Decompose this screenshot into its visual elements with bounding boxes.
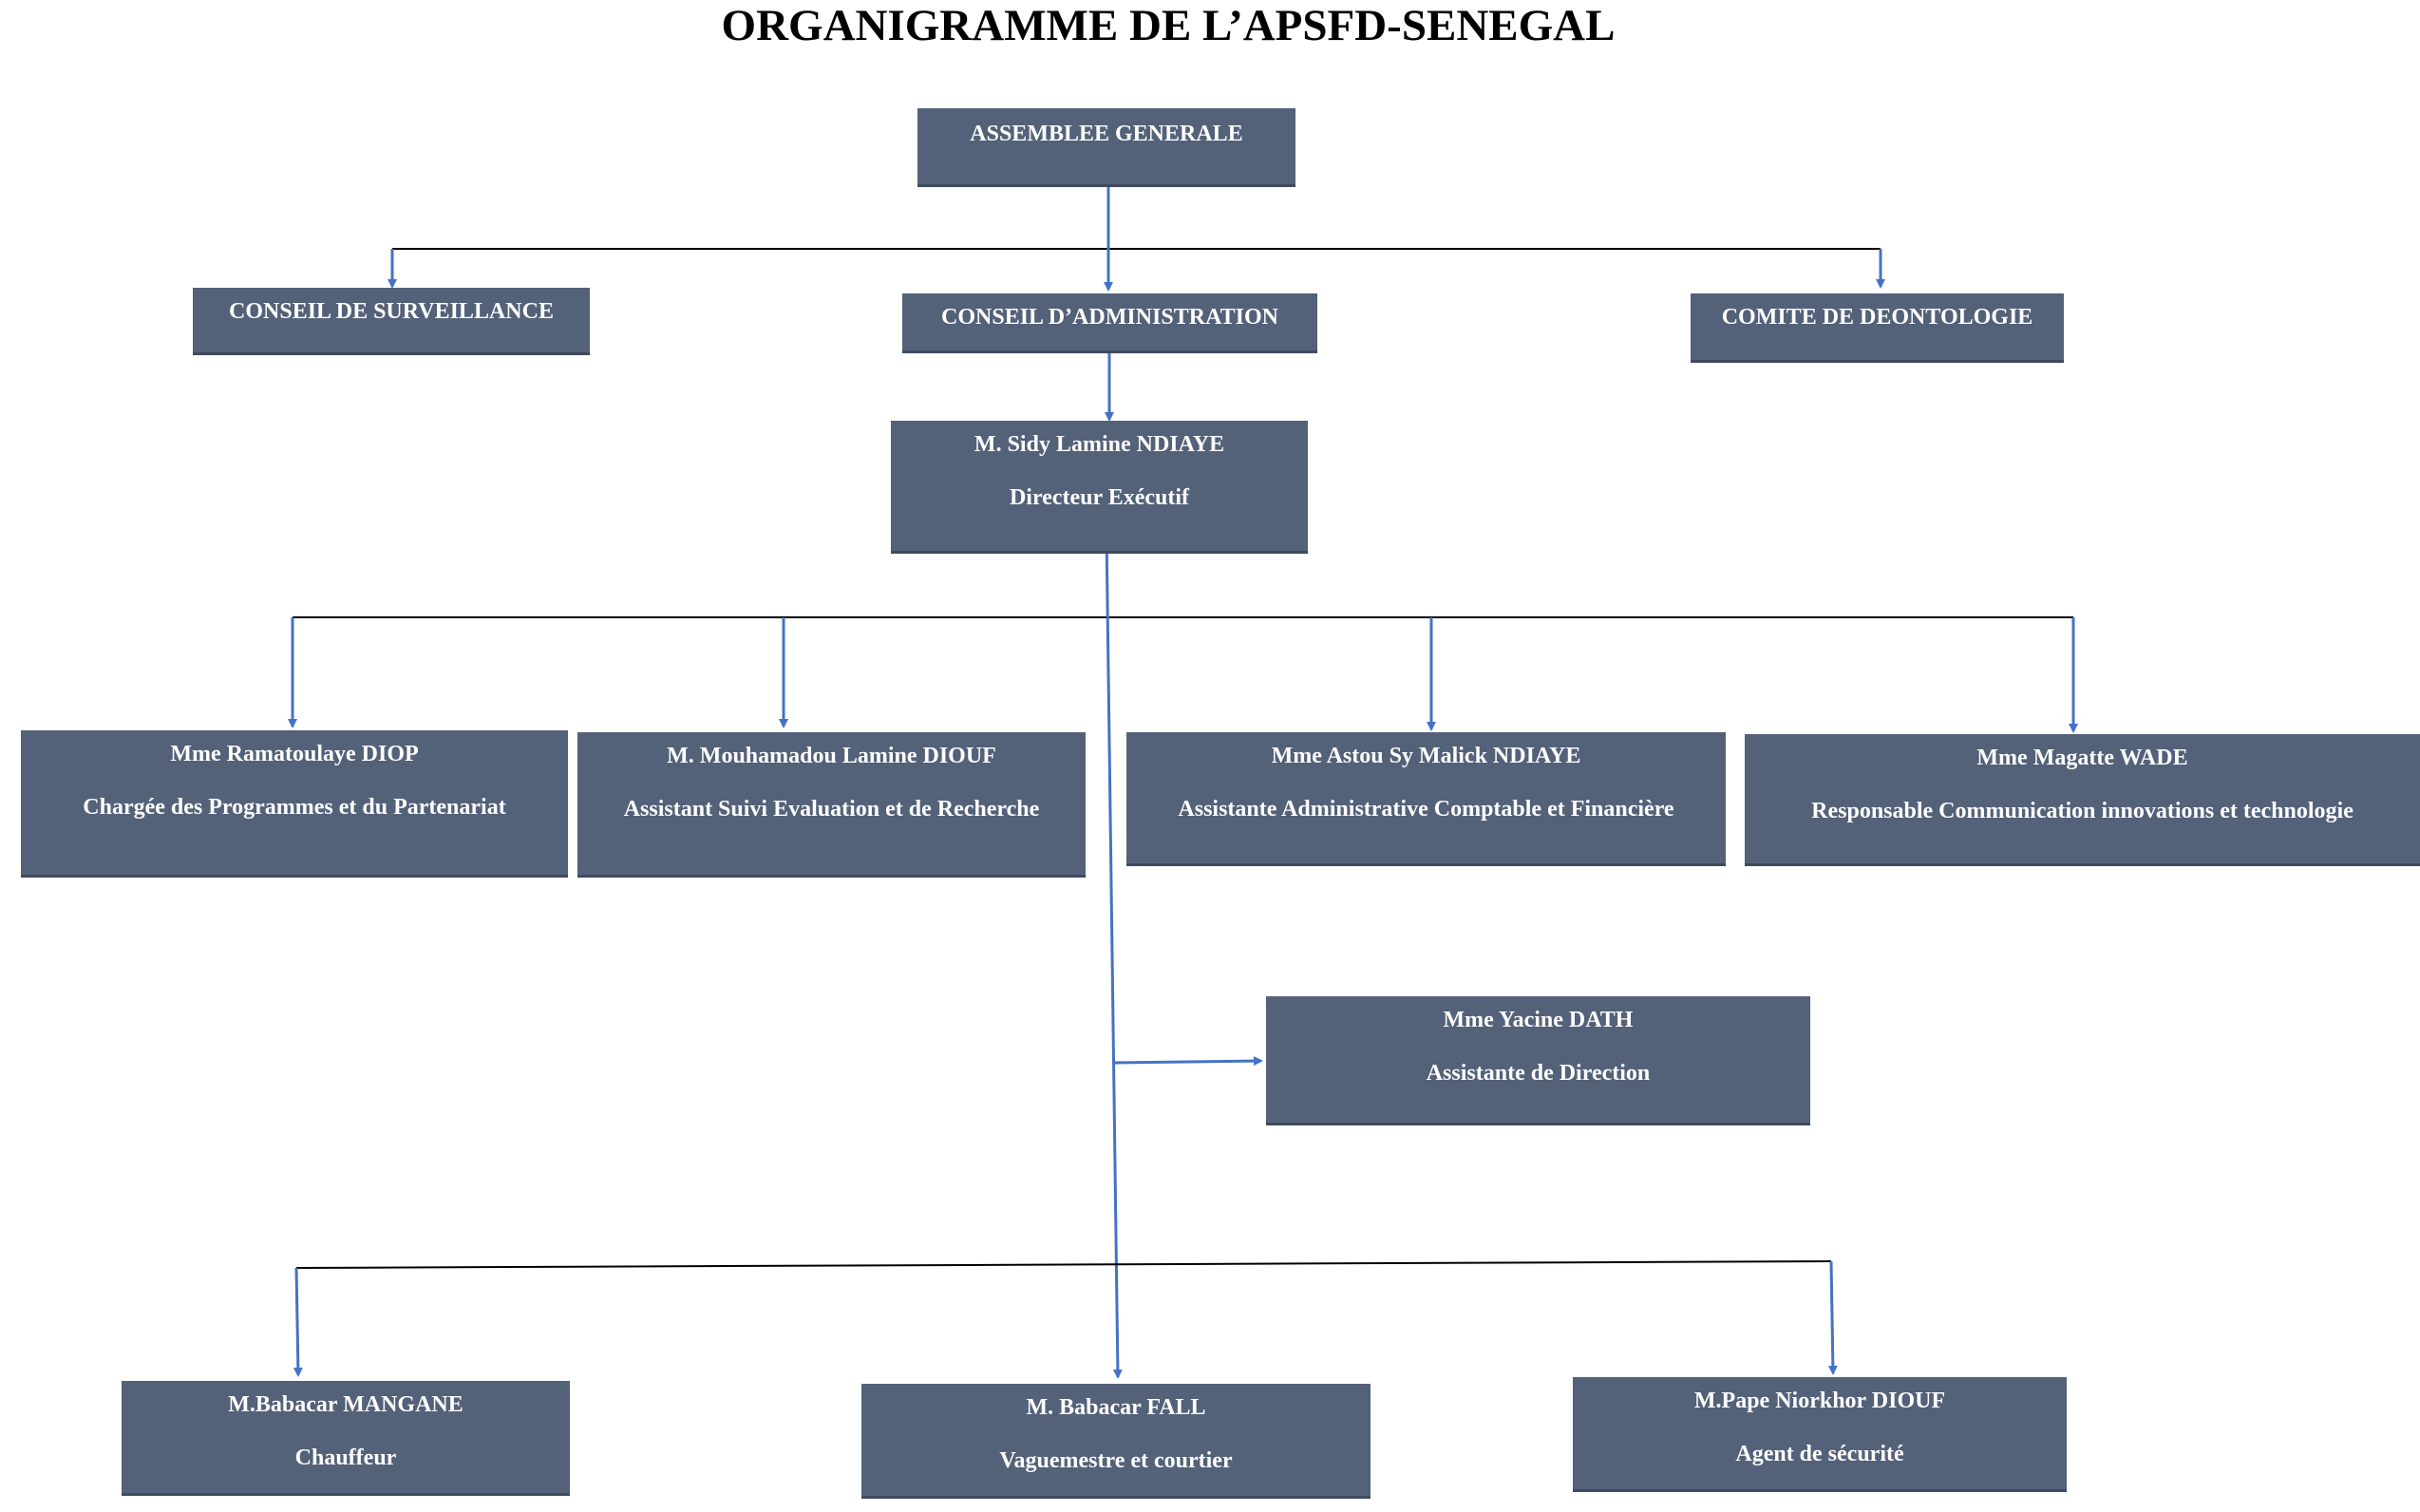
- arrow-to-diouf-pn: [1827, 1260, 1838, 1375]
- node-role: Chauffeur: [294, 1446, 397, 1470]
- node-comite-deontologie: COMITE DE DEONTOLOGIE: [1691, 293, 2064, 360]
- node-title: CONSEIL DE SURVEILLANCE: [229, 299, 554, 324]
- node-dath: Mme Yacine DATH Assistante de Direction: [1266, 996, 1810, 1123]
- node-role: Assistante Administrative Comptable et F…: [1178, 797, 1674, 822]
- node-conseil-administration: CONSEIL D’ADMINISTRATION: [902, 293, 1317, 350]
- node-role: Chargée des Programmes et du Partenariat: [83, 795, 506, 820]
- node-conseil-surveillance: CONSEIL DE SURVEILLANCE: [193, 288, 590, 352]
- node-name: M. Babacar FALL: [1026, 1395, 1206, 1420]
- node-diouf-ml: M. Mouhamadou Lamine DIOUF Assistant Sui…: [577, 732, 1086, 875]
- arrow-to-mangane: [293, 1267, 303, 1377]
- node-role: Responsable Communication innovations et…: [1811, 799, 2354, 823]
- node-diouf-pn: M.Pape Niorkhor DIOUF Agent de sécurité: [1573, 1377, 2067, 1489]
- connector-main-trunk: [1105, 531, 1123, 1379]
- arrow-to-dath: [1112, 1056, 1263, 1067]
- node-name: Mme Yacine DATH: [1443, 1008, 1634, 1032]
- node-mangane: M.Babacar MANGANE Chauffeur: [122, 1381, 570, 1493]
- node-title: ASSEMBLEE GENERALE: [970, 122, 1243, 146]
- node-role: Vaguemestre et courtier: [999, 1448, 1233, 1473]
- node-name: Mme Astou Sy Malick NDIAYE: [1271, 744, 1581, 768]
- node-name: M. Mouhamadou Lamine DIOUF: [667, 744, 996, 768]
- node-role: Assistante de Direction: [1426, 1061, 1651, 1086]
- node-ndiaye-a: Mme Astou Sy Malick NDIAYE Assistante Ad…: [1126, 732, 1726, 863]
- node-assemblee-generale: ASSEMBLEE GENERALE: [917, 108, 1295, 184]
- node-name: Mme Magatte WADE: [1976, 746, 2188, 770]
- node-name: M.Babacar MANGANE: [228, 1392, 463, 1417]
- node-fall: M. Babacar FALL Vaguemestre et courtier: [861, 1384, 1371, 1496]
- node-wade: Mme Magatte WADE Responsable Communicati…: [1745, 734, 2420, 863]
- node-role: Assistant Suivi Evaluation et de Recherc…: [623, 797, 1040, 822]
- page-title: ORGANIGRAMME DE L’APSFD-SENEGAL: [721, 1, 1616, 50]
- node-role: Agent de sécurité: [1735, 1442, 1904, 1466]
- node-diop: Mme Ramatoulaye DIOP Chargée des Program…: [21, 730, 568, 875]
- node-name: Mme Ramatoulaye DIOP: [170, 742, 419, 766]
- connector-bar-bottom: [295, 1260, 1832, 1269]
- node-title: COMITE DE DEONTOLOGIE: [1721, 305, 2033, 330]
- node-directeur-executif: M. Sidy Lamine NDIAYE Directeur Exécutif: [891, 421, 1308, 551]
- node-name: M.Pape Niorkhor DIOUF: [1693, 1389, 1946, 1413]
- node-role: Directeur Exécutif: [1009, 485, 1190, 510]
- node-name: M. Sidy Lamine NDIAYE: [974, 432, 1225, 457]
- node-title: CONSEIL D’ADMINISTRATION: [941, 305, 1278, 330]
